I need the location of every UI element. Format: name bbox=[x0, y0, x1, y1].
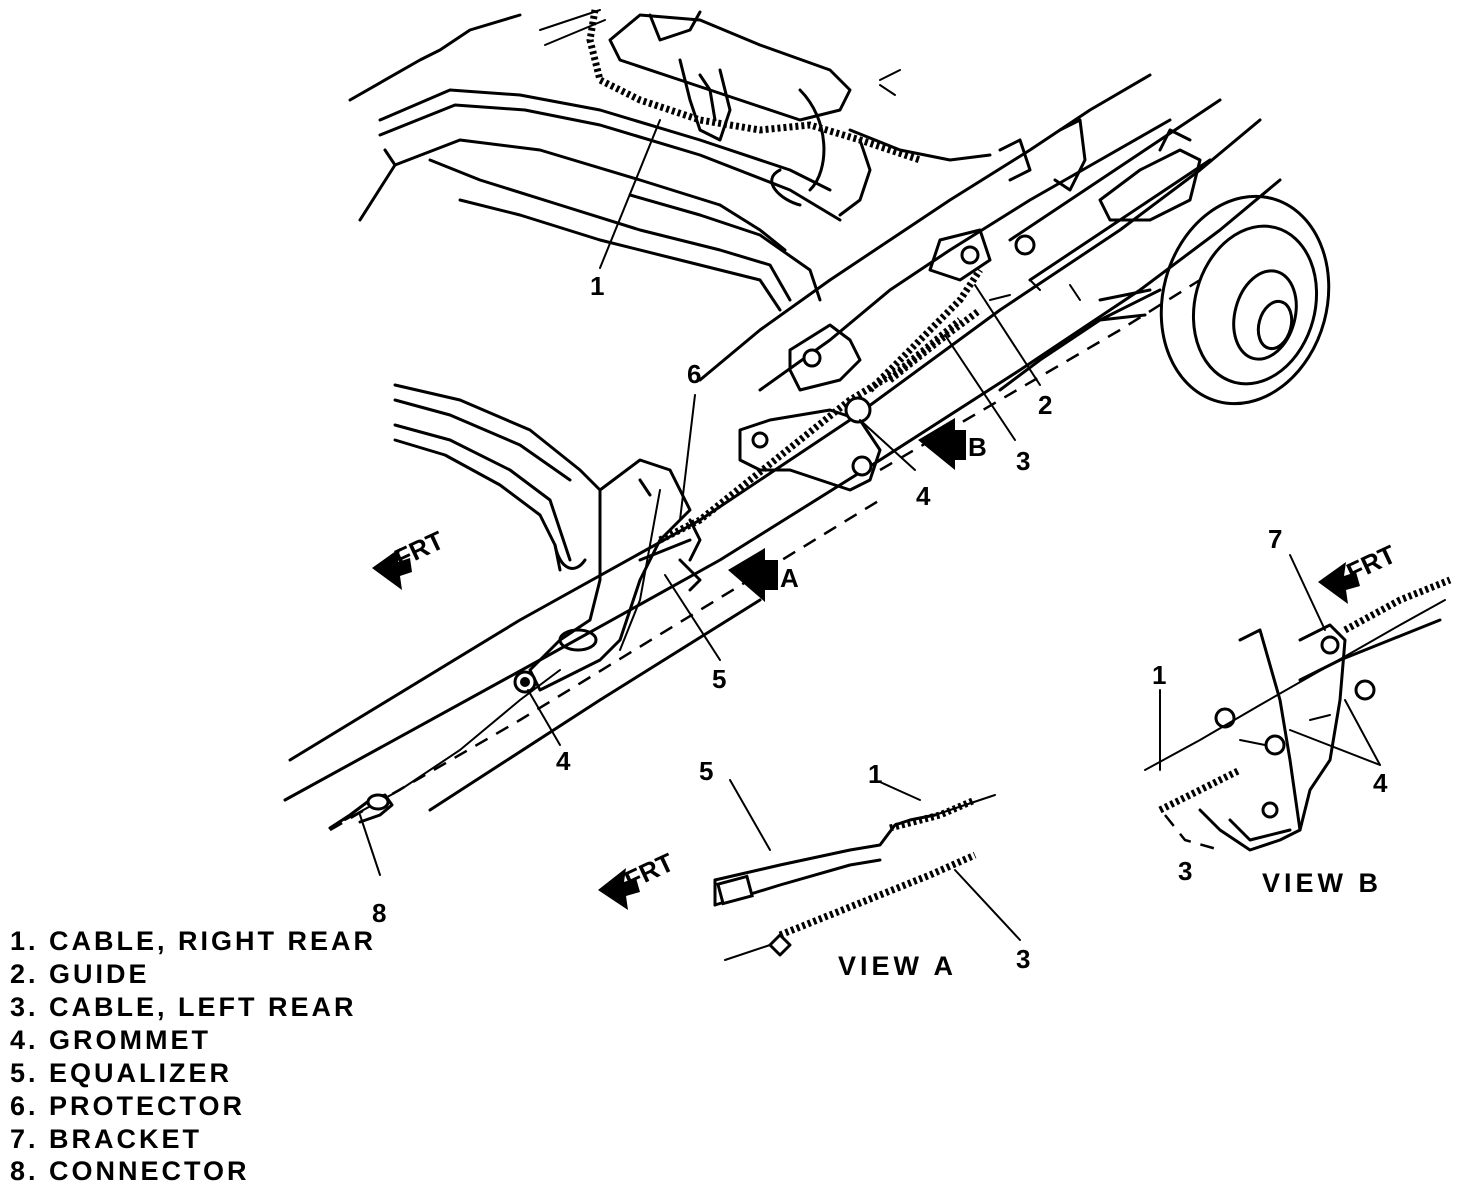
legend-item-2: 2. GUIDE bbox=[10, 959, 150, 989]
view-a-letter: A bbox=[780, 563, 799, 593]
legend-item-5: 5. EQUALIZER bbox=[10, 1058, 232, 1088]
rear-axle-drum bbox=[1098, 128, 1331, 406]
legend: 1. CABLE, RIGHT REAR 2. GUIDE 3. CABLE, … bbox=[10, 926, 376, 1186]
view-a-title: VIEW A bbox=[838, 951, 957, 981]
callout-8: 8 bbox=[372, 898, 386, 928]
callout-4-left: 4 bbox=[556, 746, 571, 776]
callout-leaders bbox=[359, 119, 1041, 876]
upper-frame-assembly bbox=[348, 9, 992, 312]
main-frt-arrow bbox=[372, 548, 412, 590]
center-grommet-bracket bbox=[738, 323, 882, 492]
main-cables bbox=[344, 268, 983, 821]
callout-labels: 1 2 3 4 6 5 4 8 5 1 3 7 1 4 3 bbox=[372, 271, 1388, 974]
callout-3-viewa: 3 bbox=[1016, 944, 1030, 974]
callout-1-top: 1 bbox=[590, 271, 604, 301]
callout-5-viewa: 5 bbox=[699, 756, 713, 786]
legend-item-4: 4. GROMMET bbox=[10, 1025, 211, 1055]
crossmember-bracket bbox=[528, 458, 702, 692]
view-b-title: VIEW B bbox=[1262, 868, 1382, 898]
view-a-pointer bbox=[728, 548, 778, 602]
callout-1-viewb: 1 bbox=[1152, 660, 1166, 690]
legend-item-7: 7. BRACKET bbox=[10, 1124, 202, 1154]
callout-4-center: 4 bbox=[916, 481, 931, 511]
view-a-detail bbox=[598, 779, 1021, 961]
callout-3-viewb: 3 bbox=[1178, 856, 1192, 886]
callout-7: 7 bbox=[1268, 524, 1282, 554]
callout-3-top: 3 bbox=[1016, 446, 1030, 476]
connector-and-left-grommet bbox=[328, 670, 537, 830]
callout-5-main: 5 bbox=[712, 664, 726, 694]
callout-1-viewa: 1 bbox=[868, 759, 882, 789]
guide-bracket bbox=[928, 118, 1087, 301]
view-b-detail bbox=[1144, 554, 1452, 852]
view-b-letter: B bbox=[968, 432, 987, 462]
frt-label-viewa: FRT bbox=[620, 847, 679, 896]
callout-4-viewb: 4 bbox=[1373, 768, 1388, 798]
legend-item-3: 3. CABLE, LEFT REAR bbox=[10, 992, 357, 1022]
callout-6: 6 bbox=[687, 359, 701, 389]
lower-frame bbox=[393, 383, 602, 572]
view-b-pointer bbox=[918, 418, 966, 470]
frt-label-main: FRT bbox=[390, 525, 449, 574]
legend-item-1: 1. CABLE, RIGHT REAR bbox=[10, 926, 376, 956]
legend-item-6: 6. PROTECTOR bbox=[10, 1091, 245, 1121]
callout-2: 2 bbox=[1038, 390, 1052, 420]
legend-item-8: 8. CONNECTOR bbox=[10, 1156, 250, 1186]
frt-label-viewb: FRT bbox=[1342, 539, 1401, 588]
